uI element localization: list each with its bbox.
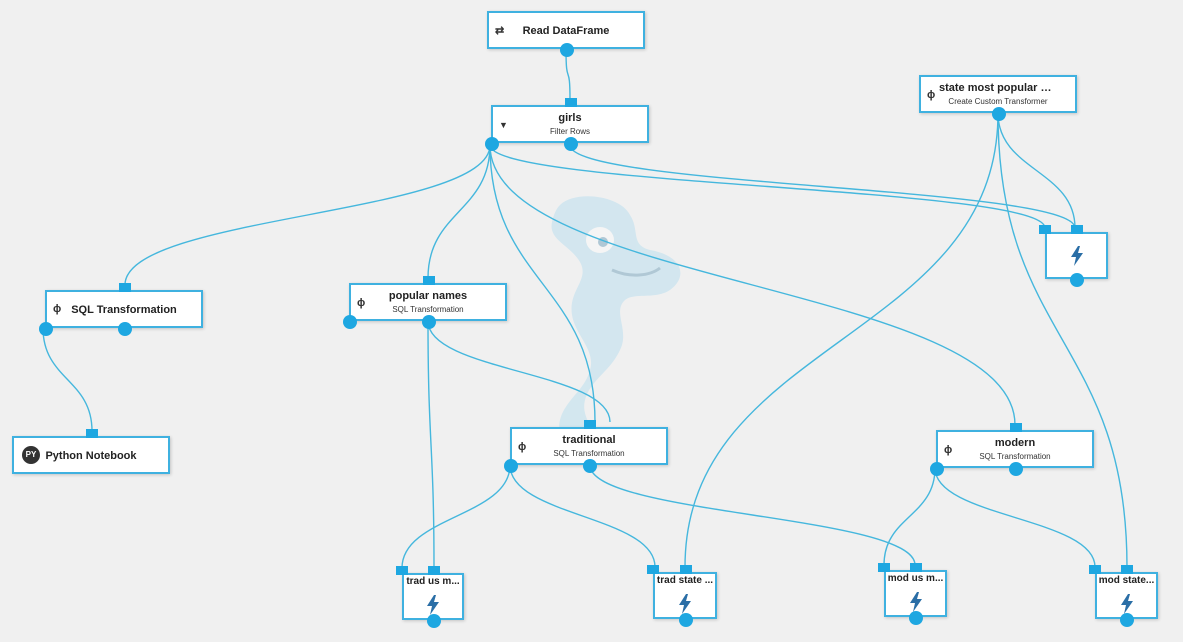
node-title: girls: [558, 112, 582, 124]
output-port[interactable]: [679, 613, 693, 627]
edge-connection: [883, 467, 936, 566]
input-port[interactable]: [119, 283, 131, 292]
seahorse-watermark-icon: [551, 196, 681, 451]
lightning-icon: ϕ: [518, 441, 527, 453]
node-subtitle: Filter Rows: [549, 127, 590, 136]
edge-connection: [401, 464, 511, 569]
node-title: mod us m...: [887, 573, 944, 584]
node-girls[interactable]: ▼ girls Filter Rows: [485, 98, 649, 151]
input-port-2[interactable]: [1071, 225, 1083, 234]
input-port[interactable]: [584, 420, 596, 429]
lightning-icon: [427, 595, 439, 615]
node-subtitle: SQL Transformation: [553, 449, 625, 458]
edge-connection: [427, 144, 491, 279]
input-port[interactable]: [1089, 565, 1101, 574]
output-port[interactable]: [39, 322, 53, 336]
node-title: Python Notebook: [45, 450, 137, 462]
input-port[interactable]: [86, 429, 98, 438]
output-port[interactable]: [1070, 273, 1084, 287]
output-port-2[interactable]: [564, 137, 578, 151]
node-trad-us[interactable]: trad us m...: [396, 566, 464, 628]
lightning-icon: [679, 594, 691, 614]
output-port[interactable]: [427, 614, 441, 628]
edge-connection: [509, 464, 656, 568]
output-port-2[interactable]: [583, 459, 597, 473]
edge-connection: [997, 112, 1128, 568]
output-port[interactable]: [504, 459, 518, 473]
output-port[interactable]: [560, 43, 574, 57]
node-title: mod state...: [1098, 575, 1155, 586]
edge-connection: [569, 144, 1076, 229]
edge-connection: [427, 320, 435, 569]
node-title: popular names: [388, 290, 468, 302]
node-title: SQL Transformation: [71, 304, 177, 316]
node-title: Read DataFrame: [522, 25, 610, 37]
filter-icon: ▼: [499, 120, 508, 130]
node-subtitle: Create Custom Transformer: [948, 97, 1048, 106]
input-port[interactable]: [878, 563, 890, 572]
node-modern[interactable]: ϕ modern SQL Transformation: [930, 423, 1094, 476]
node-read-dataframe[interactable]: ⇄ Read DataFrame: [487, 11, 645, 57]
edge-connection: [489, 144, 1046, 229]
output-port[interactable]: [1120, 613, 1134, 627]
node-popular-names[interactable]: ϕ popular names SQL Transformation: [343, 276, 507, 329]
edge-connection: [684, 112, 999, 568]
output-port[interactable]: [485, 137, 499, 151]
node-trad-state[interactable]: trad state ...: [647, 565, 717, 627]
lightning-icon: [1070, 246, 1083, 266]
node-subtitle: SQL Transformation: [979, 452, 1051, 461]
output-port-2[interactable]: [118, 322, 132, 336]
lightning-icon: [1120, 594, 1133, 614]
output-port[interactable]: [992, 107, 1006, 121]
input-port-2[interactable]: [428, 566, 440, 575]
edge-connection: [427, 320, 611, 423]
input-port[interactable]: [423, 276, 435, 285]
output-port-2[interactable]: [1009, 462, 1023, 476]
node-custom-transformer[interactable]: [1039, 225, 1108, 287]
input-port-2[interactable]: [910, 563, 922, 572]
lightning-icon: ϕ: [357, 297, 366, 309]
output-port[interactable]: [930, 462, 944, 476]
edge-connection: [489, 144, 1016, 426]
node-title: modern: [994, 437, 1036, 449]
node-mod-state[interactable]: mod state...: [1089, 565, 1158, 627]
output-port[interactable]: [909, 611, 923, 625]
node-state-most-popular[interactable]: ϕ state most popular na... Create Custom…: [919, 75, 1077, 121]
edge-connection: [42, 327, 93, 432]
edge-connection: [997, 112, 1076, 229]
input-port[interactable]: [647, 565, 659, 574]
input-port[interactable]: [565, 98, 577, 107]
input-port-2[interactable]: [1121, 565, 1133, 574]
output-port-2[interactable]: [422, 315, 436, 329]
input-port[interactable]: [1039, 225, 1051, 234]
node-title: traditional: [562, 434, 616, 446]
input-port[interactable]: [1010, 423, 1022, 432]
swap-arrows-icon: ⇄: [495, 25, 505, 37]
lightning-icon: ϕ: [53, 303, 62, 315]
node-title: trad state ...: [656, 575, 714, 586]
input-port-2[interactable]: [680, 565, 692, 574]
output-port[interactable]: [343, 315, 357, 329]
node-subtitle: SQL Transformation: [392, 305, 464, 314]
python-badge-icon: PY: [22, 446, 40, 464]
node-sql-transformation[interactable]: ϕ SQL Transformation: [39, 283, 203, 336]
node-title: trad us m...: [406, 576, 460, 587]
lightning-icon: [909, 592, 922, 612]
node-traditional[interactable]: ϕ traditional SQL Transformation: [504, 420, 668, 473]
input-port[interactable]: [396, 566, 408, 575]
node-python-notebook[interactable]: PY Python Notebook: [12, 429, 170, 474]
node-title: state most popular na...: [939, 82, 1063, 94]
edge-connection: [934, 467, 1096, 568]
node-mod-us[interactable]: mod us m...: [878, 563, 947, 625]
lightning-icon: ϕ: [927, 89, 936, 101]
edge-connection: [589, 464, 916, 566]
edge-connection: [124, 144, 491, 286]
lightning-icon: ϕ: [944, 444, 953, 456]
